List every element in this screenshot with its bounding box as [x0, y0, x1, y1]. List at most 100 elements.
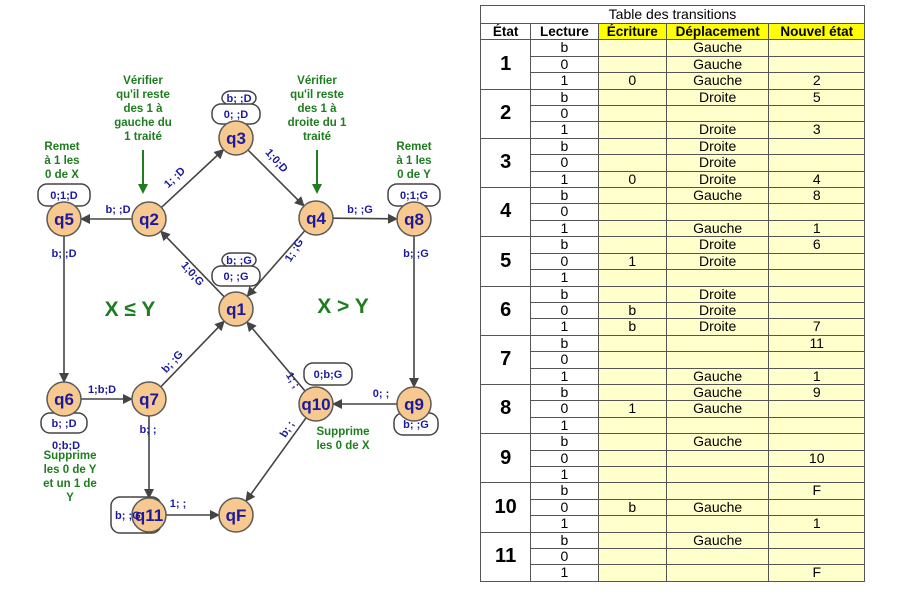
cell-deplacement: Gauche — [665, 219, 770, 238]
cell-ecriture — [597, 515, 667, 533]
header-nouvel-etat: Nouvel état — [768, 22, 865, 41]
header-lecture: Lecture — [530, 22, 599, 41]
transition-table: Table des transitions État Lecture Écrit… — [479, 5, 865, 582]
cell-ecriture — [597, 482, 667, 500]
header-etat: État — [479, 22, 532, 41]
state-node-q3 — [218, 120, 254, 156]
cell-deplacement: Droite — [665, 170, 770, 189]
state-node-qF — [218, 497, 254, 533]
state-node-q8 — [396, 201, 432, 237]
cell-etat: 3 — [479, 137, 532, 189]
cell-deplacement — [665, 482, 770, 500]
cell-lecture: b — [530, 187, 599, 205]
cell-deplacement: Gauche — [665, 39, 770, 57]
cell-lecture: b — [530, 334, 599, 353]
note-line: Remet — [44, 141, 79, 153]
cell-lecture: 1 — [530, 515, 599, 533]
cell-ecriture — [597, 105, 667, 123]
cell-ecriture — [597, 351, 667, 369]
cell-etat: 10 — [479, 482, 532, 533]
cell-ecriture: b — [597, 318, 667, 336]
transition-label-q7-q11: b; ; — [139, 424, 156, 436]
note-line: les 0 de Y — [44, 464, 97, 476]
cell-deplacement: Droite — [665, 121, 770, 139]
state-label-q10: q10 — [301, 395, 330, 414]
transition-label-q9-q10: 0; ; — [373, 388, 390, 400]
state-node-q10 — [298, 386, 334, 422]
cell-deplacement — [665, 334, 770, 353]
cell-deplacement — [665, 465, 770, 484]
cell-nouvel-etat: 1 — [768, 367, 865, 385]
cell-lecture: 0 — [530, 105, 599, 123]
cell-lecture: 1 — [530, 121, 599, 139]
note-line: Vérifier — [297, 75, 337, 87]
cell-nouvel-etat — [768, 203, 865, 221]
cell-deplacement: Gauche — [665, 187, 770, 205]
cell-lecture: b — [530, 383, 599, 402]
note-line: droite du 1 — [288, 117, 347, 129]
cell-lecture: 1 — [530, 170, 599, 189]
cell-nouvel-etat — [768, 285, 865, 303]
cell-nouvel-etat: 2 — [768, 72, 865, 90]
cell-lecture: 1 — [530, 416, 599, 435]
state-label-q2: q2 — [139, 210, 159, 229]
cell-ecriture — [597, 547, 667, 566]
table-row: 0 — [481, 547, 865, 566]
transition-table-panel: Table des transitions État Lecture Écrit… — [479, 5, 865, 582]
cell-deplacement: Droite — [665, 318, 770, 336]
cell-ecriture — [597, 433, 667, 451]
region-label-left: X ≤ Y — [105, 298, 156, 321]
cell-etat: 4 — [479, 187, 532, 238]
cell-nouvel-etat — [768, 269, 865, 287]
cell-lecture: 0 — [530, 203, 599, 221]
note-line: à 1 les — [44, 155, 79, 167]
state-node-q9 — [396, 386, 432, 422]
transition-label-q10-qF: b; ; — [278, 419, 297, 440]
cell-lecture: 1 — [530, 318, 599, 336]
cell-nouvel-etat — [768, 301, 865, 320]
cell-nouvel-etat — [768, 400, 865, 418]
cell-deplacement: Droite — [665, 285, 770, 303]
cell-deplacement: Droite — [665, 301, 770, 320]
state-node-q11 — [131, 497, 167, 533]
cell-ecriture — [597, 219, 667, 238]
cell-lecture: 0 — [530, 400, 599, 418]
cell-lecture: 0 — [530, 55, 599, 74]
table-row: 1 — [481, 465, 865, 484]
transition-label-q2-q5: b; ;D — [105, 204, 130, 216]
state-label-qF: qF — [226, 506, 247, 525]
cell-deplacement: Gauche — [665, 433, 770, 451]
self-loop-q1 — [211, 265, 261, 287]
note-line: qu'il reste — [116, 89, 170, 101]
note-reset-x: Remet à 1 les 0 de X — [44, 141, 79, 181]
note-right-check: Vérifier qu'il reste des 1 à droite du 1… — [288, 75, 347, 194]
cell-ecriture — [597, 465, 667, 484]
cell-lecture: b — [530, 482, 599, 500]
cell-deplacement: Gauche — [665, 531, 770, 550]
self-loop-label-q6: 0;b;D — [52, 440, 80, 452]
cell-nouvel-etat — [768, 55, 865, 74]
table-row: 1 — [481, 269, 865, 287]
transition-arrow-q7-q1 — [160, 320, 225, 388]
cell-lecture: 0 — [530, 449, 599, 467]
note-line: Supprime — [43, 450, 96, 462]
cell-deplacement: Gauche — [665, 498, 770, 517]
cell-nouvel-etat — [768, 547, 865, 566]
state-label-q3: q3 — [226, 129, 246, 148]
cell-lecture: b — [530, 531, 599, 550]
cell-lecture: 1 — [530, 367, 599, 385]
cell-lecture: b — [530, 137, 599, 156]
